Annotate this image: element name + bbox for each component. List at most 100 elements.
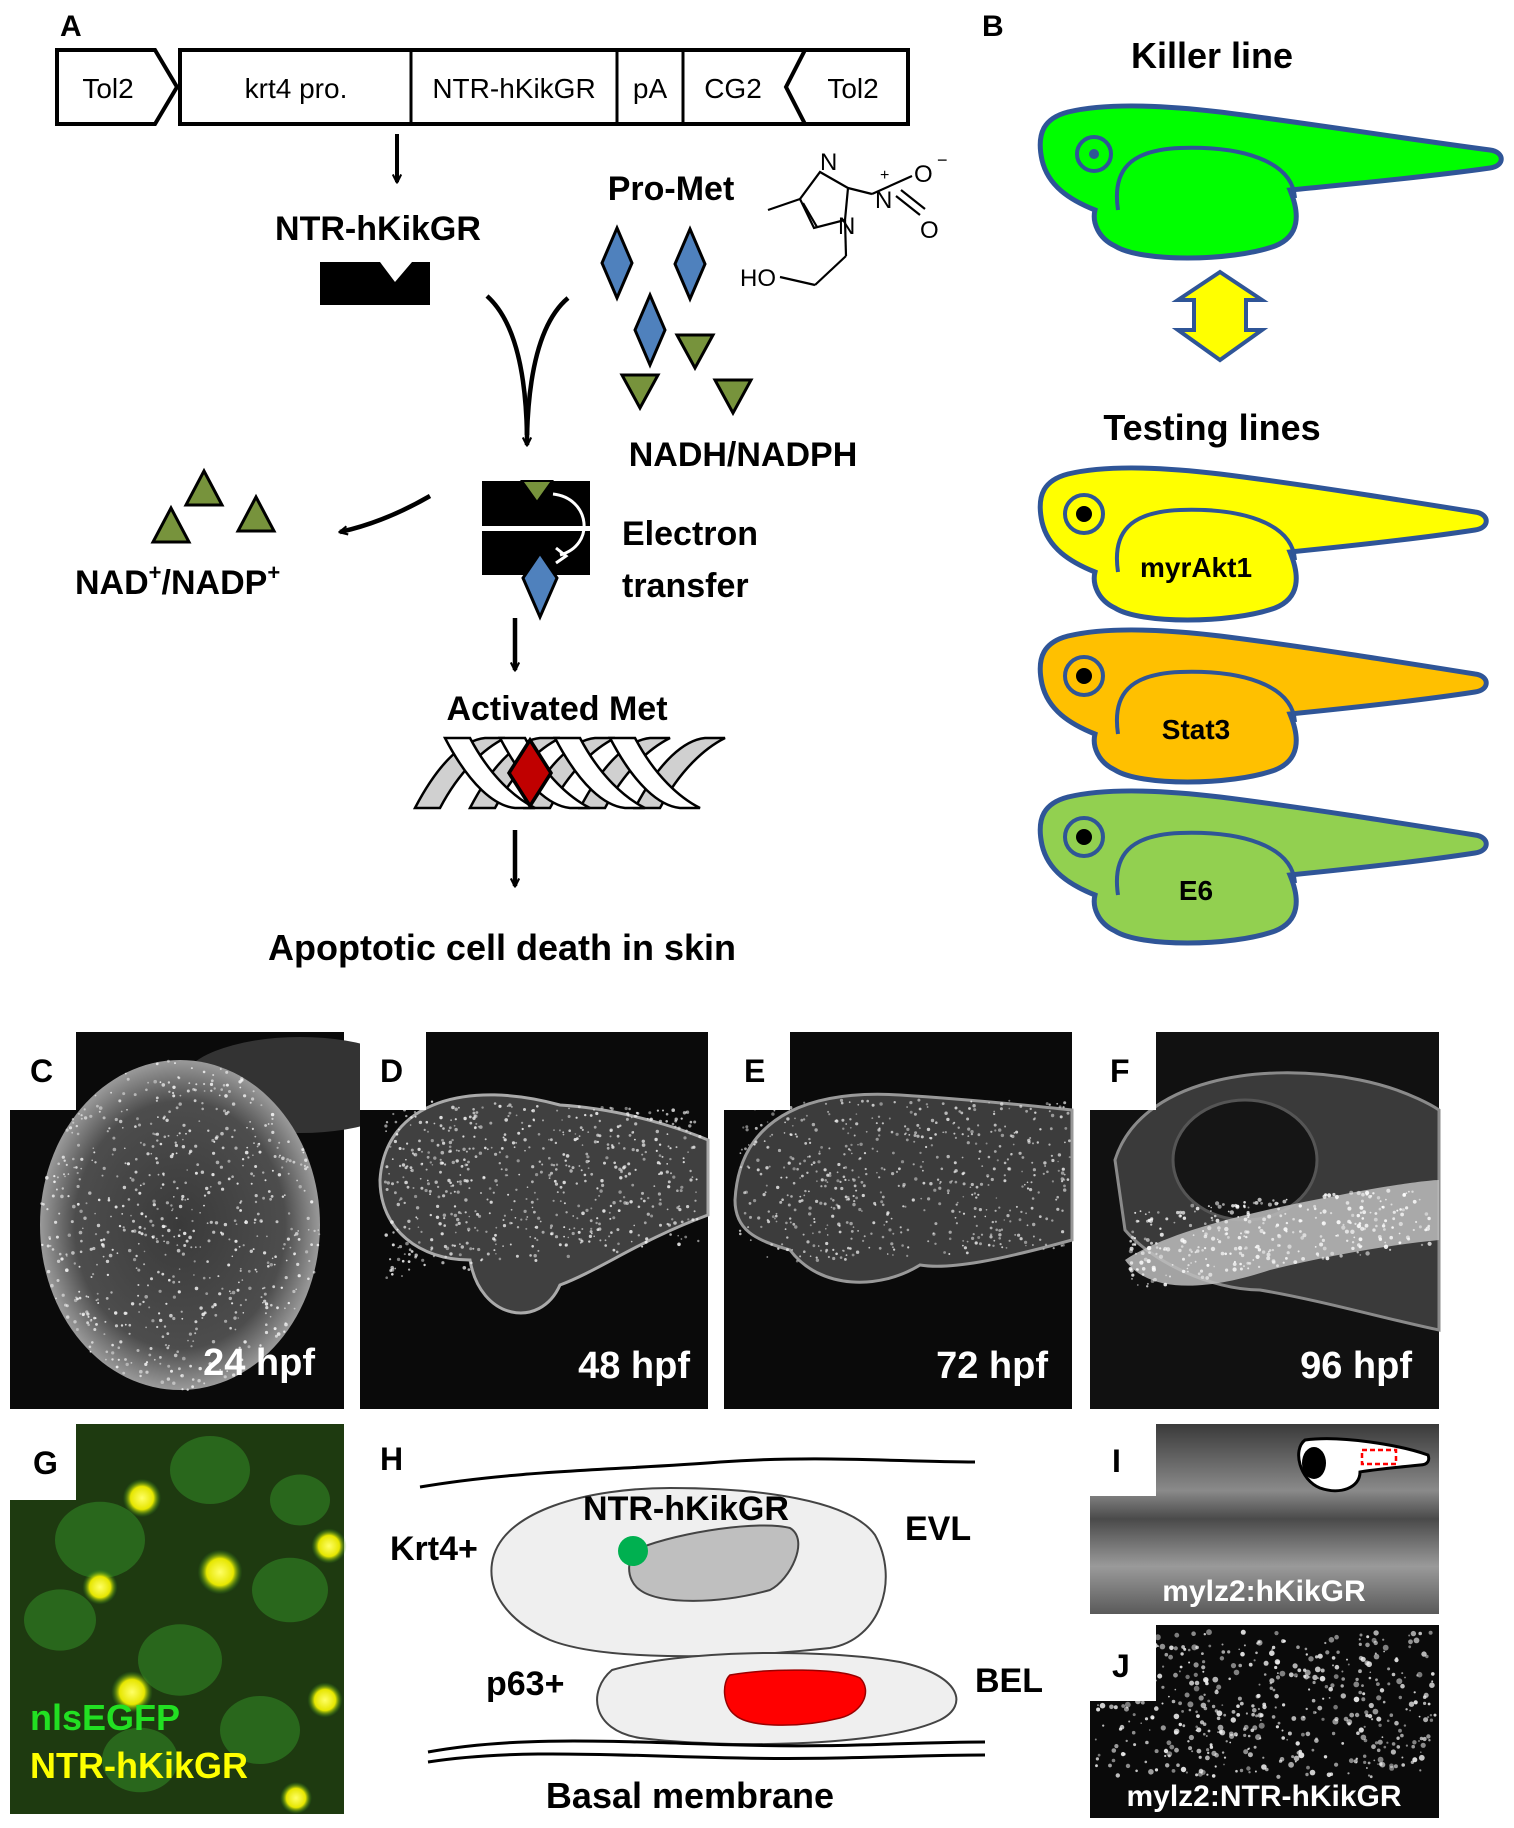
p63-label: p63+	[486, 1665, 564, 1703]
time-label-d: 48 hpf	[578, 1345, 690, 1387]
electron-transfer-line1: Electron	[622, 515, 758, 553]
oxidized-cofactor-label: NAD+/NADP+	[75, 560, 280, 602]
fusion-label: NTR-hKikGR	[583, 1490, 789, 1528]
enzyme-shape	[320, 262, 430, 305]
nadh-triangle	[619, 373, 661, 412]
mol-n-top: N	[820, 149, 837, 176]
panel-h: H NTR-hKikGR Krt4+ EVL p63+ BEL Basal me…	[380, 1441, 1043, 1816]
panel-letter-e: E	[744, 1053, 765, 1089]
testing-fish-myrakt1: myrAkt1	[1037, 465, 1489, 623]
yellow-nuclei	[82, 1478, 347, 1814]
legend-nlsegfp: nlsEGFP	[30, 1697, 180, 1738]
dna-helix	[412, 736, 726, 810]
enzyme-complex	[482, 480, 590, 621]
prodrug-diamond	[633, 291, 667, 369]
micrograph-d: D 48 hpf	[360, 1032, 710, 1409]
fish-label-e6: E6	[1179, 875, 1213, 906]
panel-letter-b: B	[982, 10, 1004, 43]
killer-line-fish	[1037, 103, 1504, 261]
ntr-hkikgr-dot	[618, 1536, 648, 1566]
cell-dots-f	[1128, 1188, 1432, 1288]
micrograph-e: E 72 hpf	[724, 1032, 1074, 1409]
double-arrow	[1171, 269, 1269, 363]
mol-o-bottom: O	[920, 217, 939, 244]
evl-label: EVL	[905, 1510, 971, 1548]
testing-fish-stat3: Stat3	[1037, 627, 1489, 785]
time-label-f: 96 hpf	[1300, 1345, 1412, 1387]
time-label-e: 72 hpf	[936, 1345, 1048, 1387]
tol2-right-label: Tol2	[827, 73, 878, 104]
tol2-right-box	[783, 48, 910, 126]
dna-construct: Tol2 krt4 pro. NTR-hKikGR pA CG2 Tol2	[55, 48, 910, 126]
cofactor-label: NADH/NADPH	[629, 436, 858, 474]
bel-nucleus	[723, 1669, 867, 1726]
panel-letter-g: G	[33, 1445, 58, 1481]
gene-label: NTR-hKikGR	[432, 73, 595, 104]
nad-triangle	[183, 467, 225, 507]
region-of-interest-box	[1360, 1448, 1398, 1466]
fish-label-myrakt1: myrAkt1	[1140, 552, 1252, 583]
tol2-left-box	[55, 48, 180, 126]
activated-drug-diamond	[506, 736, 554, 810]
fish-inset-icon	[1297, 1437, 1431, 1493]
killer-line-title: Killer line	[1131, 35, 1293, 76]
cell-dots-d	[383, 1100, 702, 1279]
nad-triangle	[150, 504, 192, 544]
prodrug-diamond	[600, 224, 634, 302]
panel-letter-j: J	[1112, 1648, 1130, 1684]
panel-g: G nlsEGFP NTR-hKikGR	[10, 1424, 347, 1814]
green-nuclei	[24, 1436, 330, 1793]
mol-plus: +	[880, 167, 889, 184]
fish-label-stat3: Stat3	[1162, 714, 1230, 745]
tol2-left-label: Tol2	[82, 73, 133, 104]
cell-dots-c	[40, 1059, 321, 1391]
metronidazole-structure	[767, 170, 926, 287]
panel-letter-i: I	[1112, 1443, 1121, 1479]
substrate-converge-curve	[524, 296, 570, 436]
electron-curve	[552, 492, 586, 557]
mol-o-minus: O	[914, 161, 933, 188]
panel-a: A Tol2 krt4 pro. NTR-hKikGR pA CG2 Tol2 …	[55, 10, 948, 968]
cofactor-release-arrow	[340, 494, 432, 532]
bound-nadh-triangle	[520, 480, 554, 504]
killer-eye	[1089, 149, 1099, 159]
micrograph-f: F 96 hpf	[1090, 1032, 1441, 1409]
enzyme-converge-curve	[485, 294, 530, 436]
krt4-label: Krt4+	[390, 1530, 478, 1568]
time-label-c: 24 hpf	[203, 1342, 315, 1384]
evl-nucleus	[628, 1524, 800, 1602]
panel-letter-f: F	[1110, 1053, 1130, 1089]
enzyme-label: NTR-hKikGR	[275, 210, 481, 248]
panel-letter-h: H	[380, 1441, 403, 1477]
micrograph-row: C 24 hpf D 48 hpf E 72 hpf	[10, 1032, 1441, 1409]
basal-membrane-line-1	[427, 1739, 986, 1754]
panel-i-label: mylz2:hKikGR	[1162, 1575, 1366, 1608]
panel-i: I mylz2:hKikGR	[1090, 1424, 1439, 1614]
testing-fish-e6: E6	[1037, 788, 1489, 946]
panel-letter-d: D	[380, 1053, 403, 1089]
prodrug-molecules	[600, 224, 707, 369]
mol-minus: −	[937, 150, 948, 170]
panel-j-label: mylz2:NTR-hKikGR	[1126, 1780, 1401, 1813]
cell-dots-e	[738, 1098, 1071, 1263]
mol-n-nitro: N	[875, 187, 892, 214]
bel-label: BEL	[975, 1662, 1043, 1700]
micrograph-c: C 24 hpf	[10, 1032, 420, 1409]
panel-j: J mylz2:NTR-hKikGR	[1090, 1625, 1439, 1818]
polya-label: pA	[633, 73, 668, 104]
prodrug-diamond	[673, 225, 707, 303]
embryo-e	[733, 1092, 1074, 1284]
testing-lines-title: Testing lines	[1103, 407, 1320, 448]
nadh-triangle	[712, 378, 754, 417]
panel-letter-c: C	[30, 1053, 53, 1089]
cg2-label: CG2	[704, 73, 762, 104]
bound-prodrug-diamond	[521, 550, 559, 621]
panel-letter-a: A	[60, 10, 82, 43]
electron-transfer-line2: transfer	[622, 567, 749, 605]
promoter-label: krt4 pro.	[245, 73, 348, 104]
prodrug-label: Pro-Met	[608, 170, 735, 208]
mol-n-ring: N	[838, 213, 855, 240]
basal-membrane-line-2	[427, 1752, 986, 1764]
outcome-label: Apoptotic cell death in skin	[268, 927, 736, 968]
